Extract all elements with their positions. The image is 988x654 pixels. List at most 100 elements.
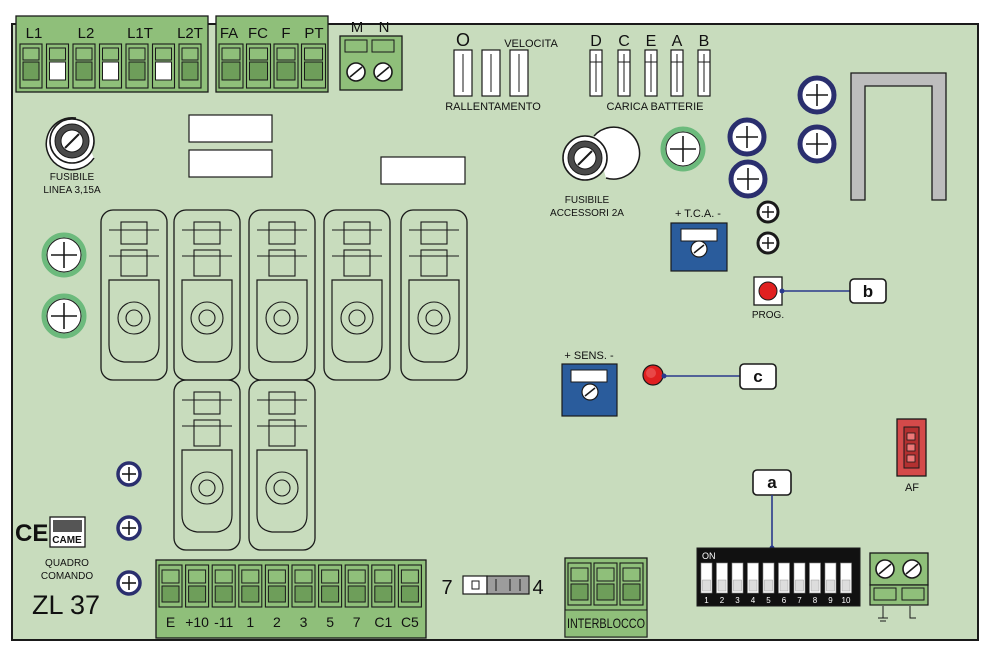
capacitor <box>731 162 765 196</box>
jumper-label-velocita: VELOCITA <box>504 38 558 50</box>
dip-number: 5 <box>766 596 771 605</box>
terminal-label-n: N <box>379 19 390 36</box>
dip-key-1[interactable] <box>700 562 713 594</box>
terminal-label-fc: FC <box>248 25 268 42</box>
fuse-line-label-1: FUSIBILE <box>50 172 95 183</box>
jumper-label-o: O <box>456 30 470 50</box>
prog-label: PROG. <box>752 310 784 321</box>
capacitor <box>730 120 764 154</box>
dip-key-5[interactable] <box>762 562 775 594</box>
label-blank <box>188 114 273 143</box>
dip-key-8[interactable] <box>809 562 821 594</box>
dip-number: 3 <box>735 596 740 605</box>
terminal-block-interblocco: INTERBLOCCO <box>564 557 648 638</box>
bottom-terminal-label: C1 <box>374 614 392 630</box>
bottom-terminal-label: C5 <box>401 614 419 630</box>
capacitor <box>44 235 84 275</box>
terminal-label-l2t: L2T <box>177 25 203 42</box>
terminal-label-m: M <box>351 19 364 36</box>
fuse-line-label-2: LINEA 3,15A <box>43 185 101 196</box>
fuse-accessories: FUSIBILE ACCESSORI 2A <box>550 126 641 219</box>
callout-c: c <box>753 367 762 386</box>
dip-key-3[interactable] <box>731 562 744 594</box>
charge-letter-d: D <box>590 33 602 50</box>
capacitor <box>116 515 142 541</box>
fuse-acc-label-2: ACCESSORI 2A <box>550 208 624 219</box>
jumper-7-4: 7 4 <box>441 575 544 599</box>
bottom-terminal-label: 7 <box>353 614 361 630</box>
capacitor <box>663 129 703 169</box>
charge-letter-c: C <box>618 33 630 50</box>
interblocco-label: INTERBLOCCO <box>567 615 645 631</box>
capacitor <box>116 570 142 596</box>
dip-key-6[interactable] <box>778 562 790 594</box>
terminal-block-power: L1 L2 L1T L2T <box>15 15 209 93</box>
terminal-label-l2: L2 <box>78 25 95 42</box>
terminal-block-fa: FA FC F PT <box>215 15 329 93</box>
dip-key-10[interactable] <box>840 562 852 594</box>
capacitor <box>800 78 834 112</box>
dip-key-9[interactable] <box>824 562 837 594</box>
callout-dot-c <box>661 373 667 379</box>
terminal-label-l1t: L1T <box>127 25 153 42</box>
came-logo-band <box>53 520 82 532</box>
dip-key-2[interactable] <box>716 562 728 594</box>
dip-number: 2 <box>720 596 725 605</box>
sens-label: + SENS. - <box>564 350 614 362</box>
terminal-block-ground <box>869 552 929 622</box>
led-highlight <box>646 368 656 378</box>
board-title-2: COMANDO <box>41 571 93 582</box>
charge-letter-e: E <box>646 33 657 50</box>
charge-letter-a: A <box>672 33 683 50</box>
bottom-terminal-label: -11 <box>214 614 233 630</box>
af-label: AF <box>905 482 919 494</box>
bottom-terminal-label: 3 <box>300 614 308 630</box>
jumper-speed: O VELOCITA RALLENTAMENTO <box>445 30 558 113</box>
bottom-terminal-label: 2 <box>273 614 281 630</box>
af-connector: AF <box>896 418 927 494</box>
dip-number: 7 <box>797 596 802 605</box>
charge-label: CARICA BATTERIE <box>607 101 704 113</box>
came-logo-text: CAME <box>52 535 82 546</box>
terminal-label-fa: FA <box>220 25 238 42</box>
brand-block: CE CAME QUADRO COMANDO ZL 37 <box>15 516 100 620</box>
transformer-outline <box>850 72 947 201</box>
tca-label: + T.C.A. - <box>675 208 721 220</box>
jumper-label-rallentamento: RALLENTAMENTO <box>445 101 541 113</box>
callout-dot-b <box>779 288 785 294</box>
callout-box-c <box>739 363 777 390</box>
dip-number: 1 <box>704 596 709 605</box>
terminal-block-motor: M N <box>339 19 403 91</box>
dip-number: 4 <box>751 596 756 605</box>
capacitor <box>44 296 84 336</box>
bottom-terminal-label: 5 <box>326 614 334 630</box>
bottom-terminal-label: E <box>166 614 175 630</box>
charge-letter-b: B <box>699 33 710 50</box>
bottom-terminal-label: 1 <box>246 614 254 630</box>
dip-number: 10 <box>842 596 851 605</box>
bottom-terminal-label: +10 <box>185 614 209 630</box>
terminal-label-f: F <box>281 25 290 42</box>
capacitor <box>800 127 834 161</box>
dip-number: 6 <box>782 596 787 605</box>
fuse-line: FUSIBILE LINEA 3,15A <box>43 116 101 196</box>
trimmer-sens: + SENS. - <box>561 350 618 417</box>
dip-number: 9 <box>828 596 833 605</box>
trimmer-tca: + T.C.A. - <box>670 208 728 272</box>
dip-key-7[interactable] <box>793 562 806 594</box>
prog-button[interactable] <box>753 276 783 306</box>
terminal-block-control: E +10 -11 1 2 3 5 7 C1 C5 <box>155 559 427 639</box>
callout-b: b <box>863 282 873 301</box>
test-points <box>756 200 780 255</box>
dip-key-4[interactable] <box>747 562 759 594</box>
board-model: ZL 37 <box>32 590 100 620</box>
callout-a: a <box>767 473 777 492</box>
capacitor <box>116 461 142 487</box>
terminal-label-l1: L1 <box>26 25 43 42</box>
battery-charge-jumpers: D C E A B CARICA BATTERIE <box>589 33 711 113</box>
board-title-1: QUADRO <box>45 558 89 569</box>
ce-mark: CE <box>15 520 48 547</box>
terminal-label-pt: PT <box>304 25 323 42</box>
